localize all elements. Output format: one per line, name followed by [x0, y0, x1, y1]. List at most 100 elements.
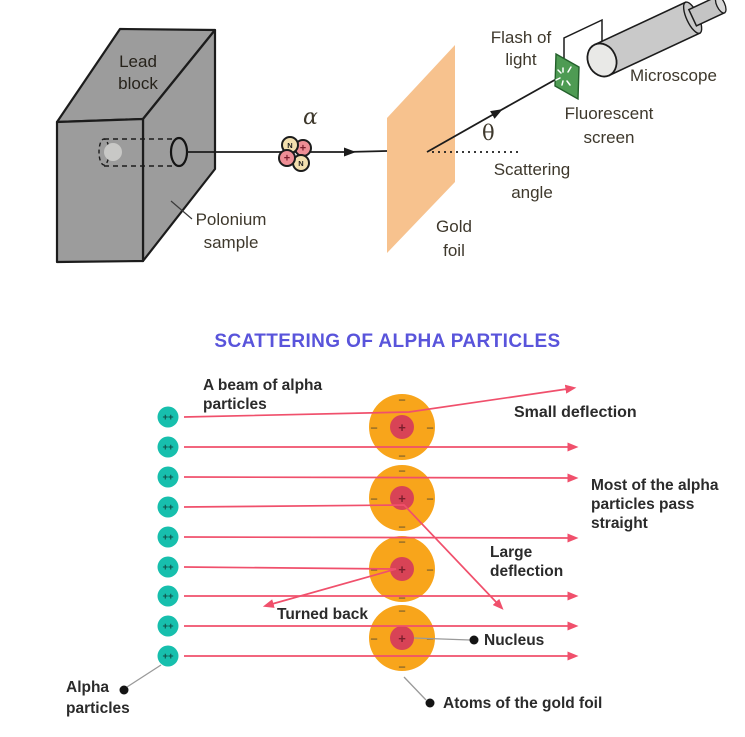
particle-symbol: − — [398, 604, 406, 619]
microscope-label: Microscope — [630, 66, 717, 85]
particle-symbol: − — [398, 660, 406, 675]
theta-symbol: θ — [482, 121, 495, 145]
particle-symbol: ++ — [162, 412, 174, 423]
particle-symbol: + — [398, 491, 406, 506]
microscope — [586, 0, 727, 78]
alpha-particle: ++ — [157, 436, 179, 458]
alpha-particle: ++ — [157, 645, 179, 667]
alpha-particle-circle — [157, 585, 179, 607]
lead-block-front-face — [55, 117, 145, 264]
alpha-beam-line — [345, 150, 388, 153]
particle-symbol: + — [300, 143, 306, 155]
atoms-leader-line — [403, 676, 427, 701]
alpha-particle: ++ — [157, 466, 179, 488]
gold-foil — [387, 45, 455, 253]
particle-symbol: − — [370, 563, 378, 578]
alpha-particle-circle — [157, 436, 179, 458]
microscope-eyepiece-cap — [714, 0, 727, 14]
atoms-label-dot — [425, 698, 435, 708]
particle-symbol: − — [398, 449, 406, 464]
particle-symbol: − — [398, 520, 406, 535]
particle-symbol: − — [398, 393, 406, 408]
alpha-particle-circle — [157, 556, 179, 578]
gold-atom: −−−−+ — [369, 535, 435, 606]
nucleus-leader-line — [413, 637, 471, 641]
alpha-particle-circle — [157, 466, 179, 488]
alpha-particle: ++ — [157, 496, 179, 518]
straight-path — [183, 473, 579, 483]
alpha-particle-circle — [157, 526, 179, 548]
alpha-particle: ++ — [157, 526, 179, 548]
particle-symbol: ++ — [162, 442, 174, 453]
turned-back-path — [183, 566, 397, 608]
nucleus-label-dot — [469, 635, 479, 645]
proton — [278, 149, 296, 167]
particle-symbol: ++ — [162, 651, 174, 662]
particle-symbol: − — [398, 535, 406, 550]
alpha-particle-circle — [157, 406, 179, 428]
particle-symbol: − — [370, 632, 378, 647]
particle-symbol: − — [426, 492, 434, 507]
scattered-ray-arrow — [426, 109, 503, 153]
particle-symbol: − — [426, 563, 434, 578]
section-title: SCATTERING OF ALPHA PARTICLES — [214, 331, 561, 352]
particle-symbol: + — [398, 420, 406, 435]
particle-symbol: ++ — [162, 562, 174, 573]
particle-symbol: + — [284, 153, 290, 165]
nucleus — [390, 557, 414, 581]
scattered-ray-line — [493, 76, 561, 115]
bore-hole — [169, 136, 189, 168]
turned-back-label: Turned back — [277, 606, 369, 623]
particle-symbol: − — [370, 421, 378, 436]
alpha-particle-circle — [157, 496, 179, 518]
lead-block — [55, 27, 217, 264]
alpha-particle-column: ++++++++++++++++++ — [157, 406, 179, 667]
alpha-particles-label-dot — [119, 685, 129, 695]
particle-symbol: + — [398, 562, 406, 577]
particle-symbol: − — [398, 464, 406, 479]
gold-atoms: −−−−+−−−−+−−−−+−−−−+ — [369, 393, 435, 675]
microscope-objective-lens — [586, 42, 618, 78]
alpha-symbol: α — [303, 105, 318, 130]
alpha-particle-circle — [157, 645, 179, 667]
nucleus — [390, 415, 414, 439]
flash-starburst — [555, 66, 572, 86]
gold-atom: − − − − + — [369, 464, 435, 535]
alpha-particle-cluster: +NN+ — [278, 136, 312, 172]
straight-path — [183, 533, 579, 543]
particle-symbol: + — [398, 631, 406, 646]
atoms-of-gold-foil-label: Atoms of the gold foil — [443, 695, 603, 712]
fluorescent-screen — [554, 52, 580, 101]
particle-symbol: N — [298, 159, 303, 168]
nucleus-label: Nucleus — [484, 632, 545, 649]
particle-symbol: ++ — [162, 472, 174, 483]
polonium-sample-blob — [104, 143, 122, 161]
screen-bracket — [563, 18, 603, 60]
large-deflection-path — [183, 504, 504, 610]
nucleus — [390, 486, 414, 510]
alpha-particle: ++ — [157, 406, 179, 428]
small-deflection-path — [183, 384, 577, 418]
small-deflection-label: Small deflection — [514, 404, 637, 421]
nucleus — [390, 626, 414, 650]
alpha-particle: ++ — [157, 615, 179, 637]
alpha-particles-leader-line — [126, 664, 162, 688]
particle-symbol: ++ — [162, 621, 174, 632]
particle-symbol: ++ — [162, 532, 174, 543]
particle-symbol: − — [370, 492, 378, 507]
particle-symbol: ++ — [162, 502, 174, 513]
gold-atom: −−−−+ — [369, 393, 435, 464]
polonium-leader-line — [170, 200, 193, 220]
alpha-particle-circle — [157, 615, 179, 637]
